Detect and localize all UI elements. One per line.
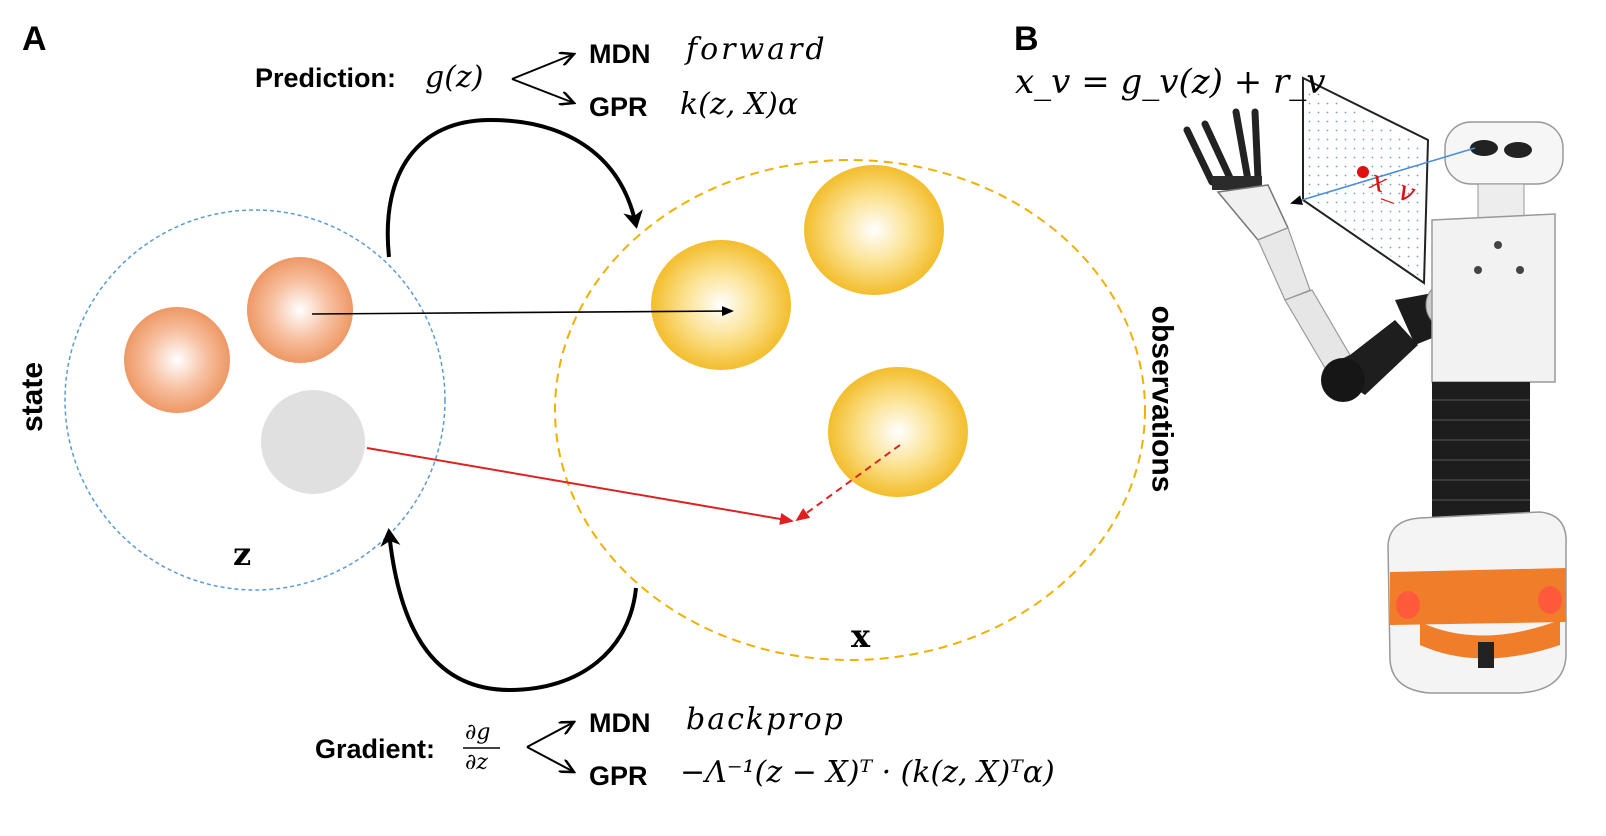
observation-space-ellipse xyxy=(554,159,1146,661)
observations-symbol: x xyxy=(851,617,871,655)
observation-ball xyxy=(828,367,968,497)
robot-icon xyxy=(1183,76,1567,694)
mdn-forward-expr: forward xyxy=(686,32,828,67)
state-ball xyxy=(247,257,353,363)
gradient-numerator: ∂g xyxy=(465,720,491,745)
prediction-error-arrow xyxy=(366,447,794,525)
branch-arrow xyxy=(526,746,574,772)
branch-arrow xyxy=(511,78,574,103)
gpr-label-gradient: GPR xyxy=(589,761,648,791)
residual-arrow xyxy=(795,444,901,522)
observation-ball xyxy=(804,165,944,295)
gpr-prediction-expr: k(z, X)α xyxy=(680,87,799,122)
panel-label-b: B xyxy=(1014,20,1039,58)
state-ball xyxy=(124,307,230,413)
prediction-expr: g(z) xyxy=(425,60,484,95)
state-label: state xyxy=(16,361,50,433)
state-space-circle xyxy=(64,209,446,591)
prediction-label: Prediction: xyxy=(255,63,397,93)
gradient-denominator: ∂z xyxy=(465,750,488,775)
mdn-label-gradient: MDN xyxy=(589,708,651,738)
panel-label-a: A xyxy=(22,20,47,58)
gpr-label-prediction: GPR xyxy=(589,92,648,122)
target-point xyxy=(1357,166,1369,178)
mapping-arrow xyxy=(311,306,734,317)
mdn-label-prediction: MDN xyxy=(589,39,651,69)
branch-arrow xyxy=(511,54,574,80)
gradient-label: Gradient: xyxy=(315,734,436,764)
gradient-curve-arrow xyxy=(380,528,638,693)
state-symbol: z xyxy=(233,535,252,573)
mdn-backprop-expr: backprop xyxy=(686,702,845,737)
gpr-gradient-expr: −Λ⁻¹(z − X)ᵀ · (k(z, X)ᵀα) xyxy=(680,755,1055,790)
gaze-ray xyxy=(1290,147,1476,205)
prediction-curve-arrow xyxy=(385,117,643,258)
unknown-state-ball xyxy=(261,390,365,494)
observations-label: observations xyxy=(1145,305,1179,493)
observation-ball xyxy=(651,240,791,370)
panel-b-equation: x_v = g_v(z) + r_v xyxy=(1015,62,1326,102)
branch-arrow xyxy=(526,722,574,748)
